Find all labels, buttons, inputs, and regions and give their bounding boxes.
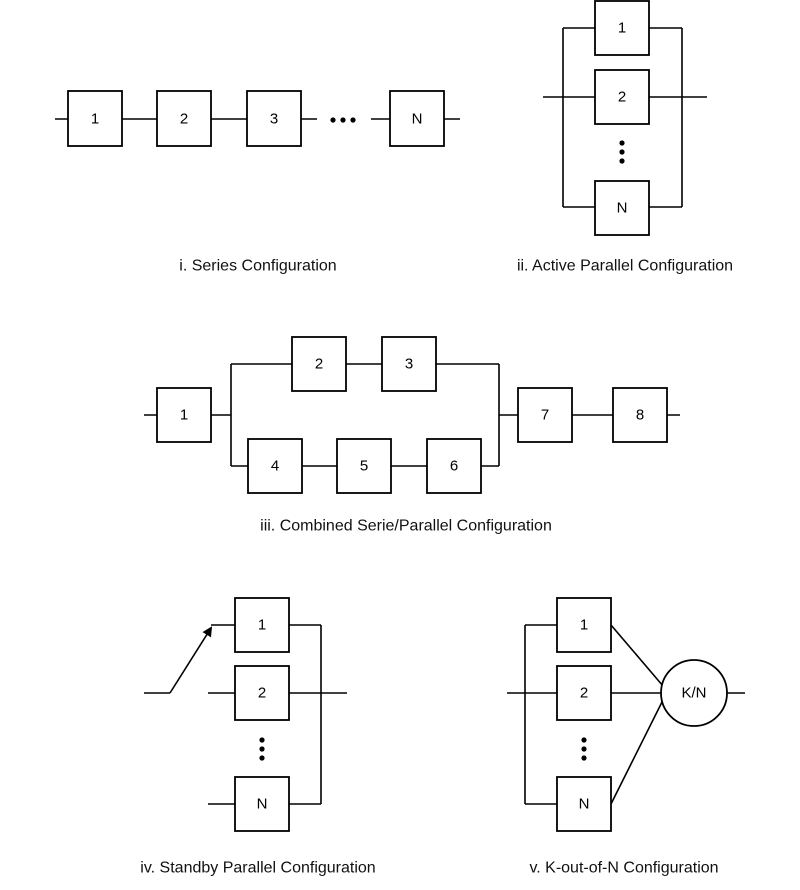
standby-ellipsis	[259, 737, 265, 761]
series-block-3: 3	[246, 90, 302, 147]
combined-block-2: 2	[291, 336, 347, 392]
series-ellipsis	[330, 117, 356, 123]
k-out-of-n-block-n: N	[556, 776, 612, 832]
series-block-2: 2	[156, 90, 212, 147]
svg-text:2: 2	[258, 685, 266, 702]
svg-text:5: 5	[360, 458, 368, 475]
k-out-of-n-ellipsis	[581, 737, 587, 761]
svg-text:2: 2	[618, 89, 626, 106]
svg-text:1: 1	[580, 617, 588, 634]
svg-text:1: 1	[91, 111, 99, 128]
combined-diagram: 1 2 3 4 5 6 7 8 iii. Combined	[144, 336, 680, 535]
svg-text:8: 8	[636, 407, 644, 424]
svg-text:2: 2	[315, 356, 323, 373]
svg-text:N: N	[412, 111, 423, 128]
svg-text:N: N	[257, 796, 268, 813]
svg-text:1: 1	[258, 617, 266, 634]
svg-text:6: 6	[450, 458, 458, 475]
svg-text:4: 4	[271, 458, 279, 475]
series-block-1: 1	[67, 90, 123, 147]
active-parallel-diagram: 1 2 N ii. Active Parallel Configuration	[517, 0, 733, 275]
standby-block-n: N	[234, 776, 290, 832]
combined-block-3: 3	[381, 336, 437, 392]
svg-text:1: 1	[180, 407, 188, 424]
combined-block-5: 5	[336, 438, 392, 494]
svg-text:2: 2	[580, 685, 588, 702]
active-parallel-ellipsis	[619, 140, 625, 164]
k-out-of-n-voter: K/N	[660, 659, 728, 727]
k-out-of-n-diagram: 1 2 N K/N v. K-out-of-N Configuration	[507, 597, 745, 877]
combined-caption: iii. Combined Serie/Parallel Configurati…	[260, 518, 552, 535]
series-caption: i. Series Configuration	[179, 258, 336, 275]
active-parallel-block-2: 2	[594, 69, 650, 125]
active-parallel-block-1: 1	[594, 0, 650, 56]
svg-text:3: 3	[405, 356, 413, 373]
combined-block-1: 1	[156, 387, 212, 443]
active-parallel-block-n: N	[594, 180, 650, 236]
standby-block-1: 1	[234, 597, 290, 653]
standby-caption: iv. Standby Parallel Configuration	[140, 860, 375, 877]
combined-block-4: 4	[247, 438, 303, 494]
svg-text:2: 2	[180, 111, 188, 128]
combined-block-7: 7	[517, 387, 573, 443]
svg-text:1: 1	[618, 20, 626, 37]
standby-block-2: 2	[234, 665, 290, 721]
svg-text:N: N	[617, 200, 628, 217]
active-parallel-caption: ii. Active Parallel Configuration	[517, 258, 733, 275]
svg-text:K/N: K/N	[681, 685, 706, 702]
series-diagram: 1 2 3 N i. Series Configuration	[55, 90, 460, 275]
svg-text:N: N	[579, 796, 590, 813]
k-out-of-n-block-2: 2	[556, 665, 612, 721]
standby-switch-arrow	[169, 626, 213, 694]
standby-diagram: 1 2 N iv. Standby Parallel Configuration	[140, 597, 376, 877]
combined-block-8: 8	[612, 387, 668, 443]
k-out-of-n-caption: v. K-out-of-N Configuration	[529, 860, 718, 877]
k-out-of-n-block-1: 1	[556, 597, 612, 653]
series-block-n: N	[389, 90, 445, 147]
svg-text:3: 3	[270, 111, 278, 128]
combined-block-6: 6	[426, 438, 482, 494]
svg-text:7: 7	[541, 407, 549, 424]
